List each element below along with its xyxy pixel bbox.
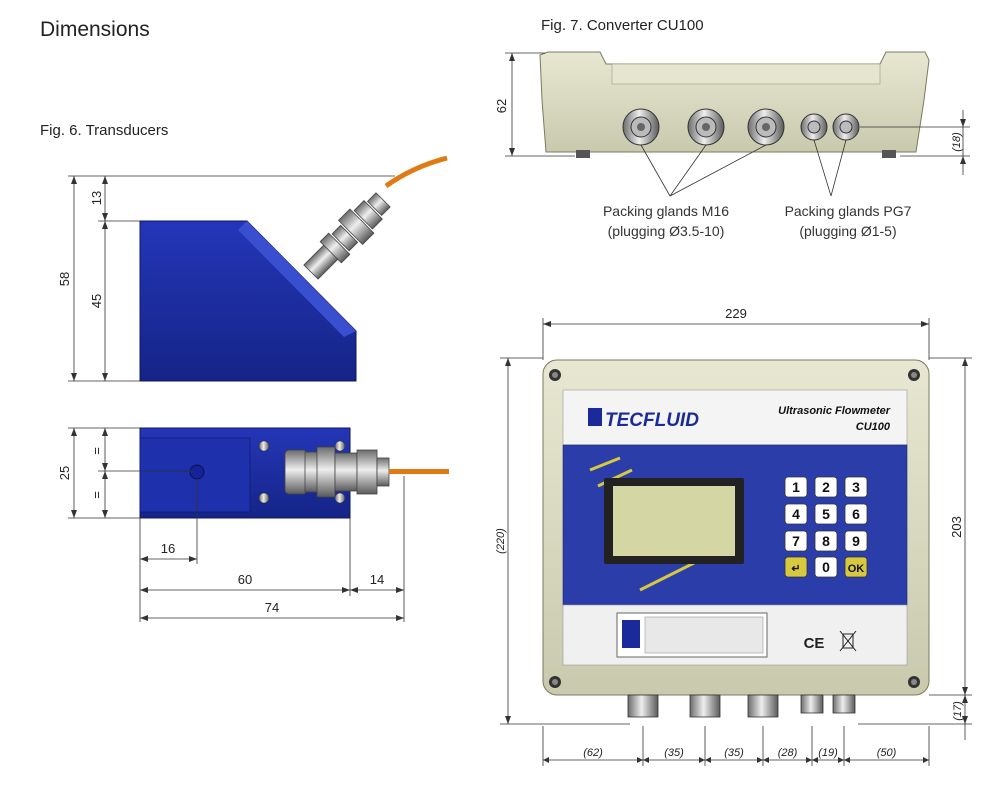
screw — [334, 440, 346, 452]
key-label: 0 — [822, 559, 830, 575]
lcd-screen — [613, 486, 735, 556]
transducer-top-view: 25 = = 16 60 14 74 — [57, 427, 449, 622]
product-line1: Ultrasonic Flowmeter — [778, 405, 891, 417]
bottom-dim-label: (19) — [818, 747, 838, 759]
screw — [258, 492, 270, 504]
dim-18: (18) — [951, 132, 963, 152]
converter-top-view: 62 (18) Packing glands M16 (plugging Ø3.… — [494, 51, 970, 239]
bottom-dim-label: (35) — [724, 747, 744, 759]
gland-pg7 — [800, 113, 828, 141]
dim-60: 60 — [238, 572, 252, 587]
key-5[interactable]: 5 — [814, 503, 838, 525]
key-4[interactable]: 4 — [784, 503, 808, 525]
product-line2: CU100 — [856, 421, 891, 433]
transducer-body — [139, 220, 357, 382]
connector — [303, 192, 391, 280]
key-label: 7 — [792, 533, 800, 549]
key-label: 1 — [792, 479, 800, 495]
brand-logo-icon — [588, 408, 602, 426]
gland-m16 — [687, 108, 725, 146]
glands-m16-sub: (plugging Ø3.5-10) — [608, 223, 725, 239]
dim-203: 203 — [949, 516, 964, 538]
key-7[interactable]: 7 — [784, 530, 808, 552]
transducer-bevel — [238, 221, 356, 337]
key-2[interactable]: 2 — [814, 476, 838, 498]
glands-pg7-label: Packing glands PG7 — [785, 203, 912, 219]
glands-pg7-sub: (plugging Ø1-5) — [799, 223, 896, 239]
key-8[interactable]: 8 — [814, 530, 838, 552]
key-label: OK — [848, 563, 865, 575]
screw — [258, 440, 270, 452]
gland-m16 — [747, 108, 785, 146]
key-10[interactable]: ↵ — [784, 556, 808, 578]
dim-58: 58 — [57, 272, 72, 286]
key-label: 5 — [822, 506, 830, 522]
key-11[interactable]: 0 — [814, 556, 838, 578]
fig7-caption: Fig. 7. Converter CU100 — [541, 17, 704, 34]
screw — [334, 492, 346, 504]
key-label: 8 — [822, 533, 830, 549]
fig6-caption: Fig. 6. Transducers — [40, 122, 169, 139]
key-6[interactable]: 6 — [844, 503, 868, 525]
key-label: 2 — [822, 479, 830, 495]
gland-m16 — [622, 108, 660, 146]
keypad: 1 2 3 4 5 6 7 8 9 ↵ 0 OK — [784, 476, 868, 578]
brand-name: TECFLUID — [605, 410, 699, 431]
key-label: ↵ — [791, 563, 800, 575]
dim-62: 62 — [494, 99, 509, 113]
bottom-dim-label: (50) — [877, 747, 897, 759]
cable — [384, 155, 448, 189]
key-12[interactable]: OK — [844, 556, 868, 578]
weee-bin-icon — [839, 630, 857, 652]
brand-strip — [562, 389, 908, 446]
mount-hole — [189, 464, 205, 480]
gland-pg7 — [832, 113, 860, 141]
bottom-dim-label: (35) — [664, 747, 684, 759]
bottom-glands — [627, 694, 856, 718]
equal-mark: = — [89, 447, 104, 455]
ce-mark: CE — [804, 635, 825, 652]
dim-14: 14 — [370, 572, 384, 587]
connector-top — [284, 446, 390, 498]
page-title: Dimensions — [40, 18, 150, 41]
dim-13: 13 — [89, 191, 104, 205]
key-3[interactable]: 3 — [844, 476, 868, 498]
equal-mark: = — [89, 491, 104, 499]
key-label: 6 — [852, 506, 860, 522]
bottom-dim-label: (62) — [583, 747, 603, 759]
cable — [389, 469, 449, 474]
key-1[interactable]: 1 — [784, 476, 808, 498]
bottom-dim-label: (28) — [778, 747, 798, 759]
glands-m16-label: Packing glands M16 — [603, 203, 729, 219]
key-label: 3 — [852, 479, 860, 495]
converter-front-view: TECFLUID Ultrasonic Flowmeter CU100 1 2 3 4… — [495, 306, 972, 766]
key-label: 9 — [852, 533, 860, 549]
key-9[interactable]: 9 — [844, 530, 868, 552]
dim-220: (220) — [495, 528, 507, 554]
dim-16: 16 — [161, 541, 175, 556]
dim-45: 45 — [89, 294, 104, 308]
bottom-dimension-chain: (62) (35) (35) (28) (19) (50) — [542, 726, 930, 766]
dim-17: (17) — [952, 701, 964, 721]
dim-74: 74 — [265, 600, 279, 615]
dim-25: 25 — [57, 466, 72, 480]
small-logo-icon — [622, 620, 640, 648]
key-label: 4 — [792, 506, 800, 522]
transducer-side-view: 58 13 45 — [57, 155, 448, 382]
dim-229: 229 — [725, 306, 747, 321]
